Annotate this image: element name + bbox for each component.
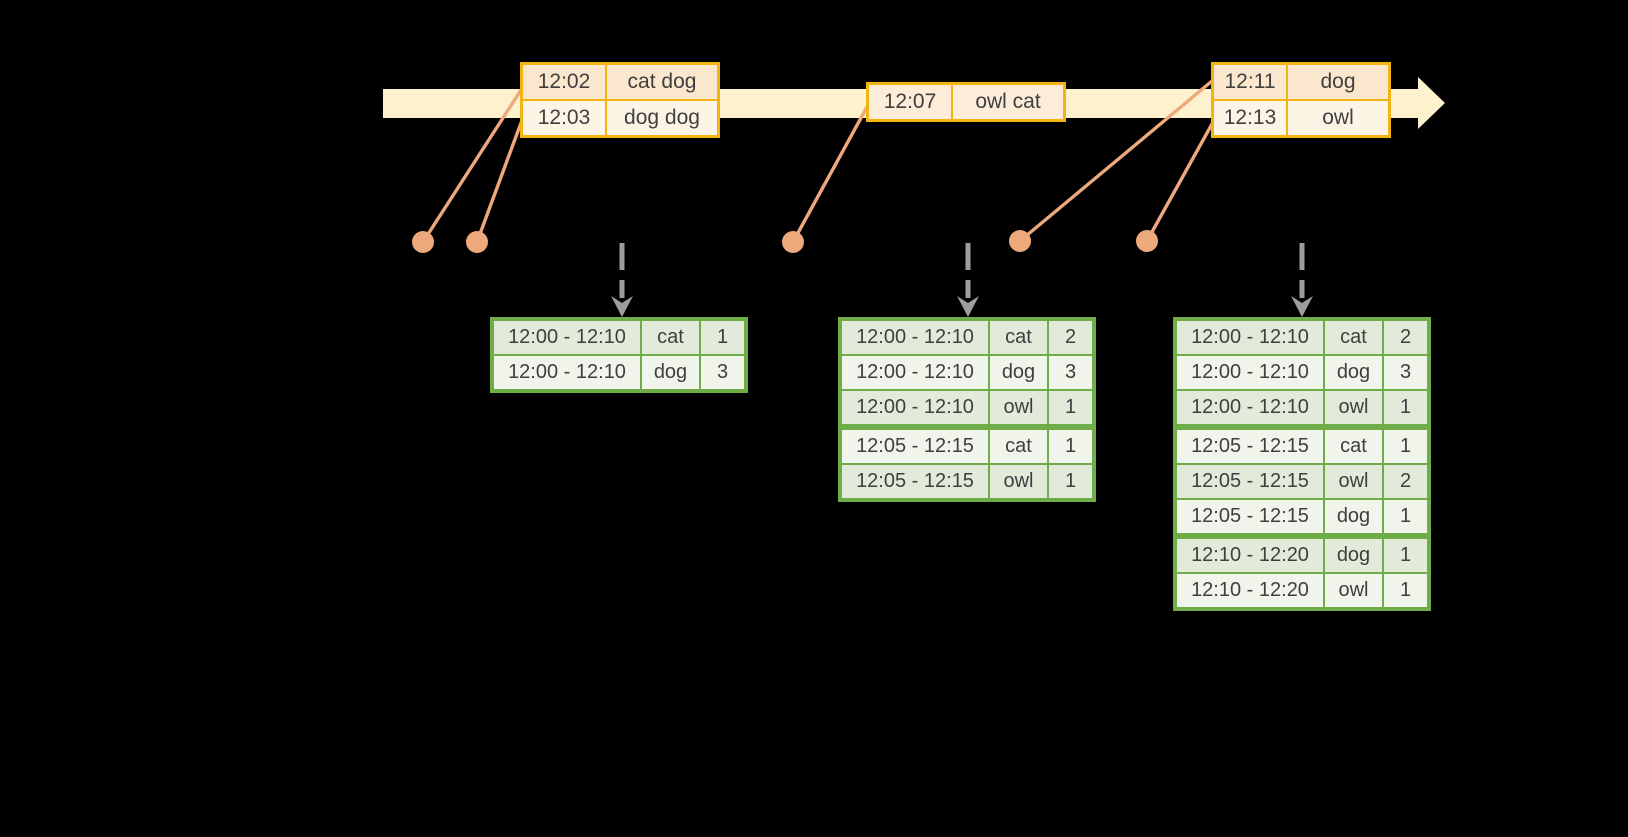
count-cell: 1	[1382, 533, 1430, 574]
event-time-cell: 12:03	[520, 99, 607, 138]
event-words-cell: dog	[1286, 62, 1391, 101]
arrow-down-icon	[1291, 296, 1313, 317]
event-connectors	[412, 79, 1214, 253]
count-cell: 1	[1382, 424, 1430, 465]
word-cell: dog	[1323, 533, 1384, 574]
word-cell: cat	[988, 424, 1049, 465]
table-row: 12:00 - 12:10 dog 3	[491, 354, 747, 392]
word-cell: dog	[640, 354, 701, 392]
word-cell: owl	[988, 463, 1049, 501]
count-cell: 1	[1047, 424, 1095, 465]
window-cell: 12:00 - 12:10	[1174, 318, 1325, 356]
table-row: 12:02 cat dog	[520, 62, 720, 101]
count-cell: 3	[1047, 354, 1095, 391]
table-row: 12:05 - 12:15 owl 1	[839, 463, 1095, 501]
count-cell: 2	[1382, 463, 1430, 500]
count-cell: 2	[1047, 318, 1095, 356]
result-table-3: 12:00 - 12:10 cat 2 12:00 - 12:10 dog 3 …	[1173, 317, 1431, 611]
word-cell: cat	[1323, 424, 1384, 465]
word-cell: dog	[1323, 354, 1384, 391]
word-cell: cat	[640, 318, 701, 356]
word-cell: owl	[1323, 572, 1384, 610]
count-cell: 1	[1382, 572, 1430, 610]
word-cell: cat	[1323, 318, 1384, 356]
table-row: 12:05 - 12:15 dog 1	[1174, 498, 1430, 537]
word-cell: owl	[1323, 389, 1384, 428]
result-table-2: 12:00 - 12:10 cat 2 12:00 - 12:10 dog 3 …	[838, 317, 1096, 502]
connector-line	[791, 105, 869, 244]
table-row: 12:00 - 12:10 owl 1	[1174, 389, 1430, 428]
window-cell: 12:00 - 12:10	[491, 354, 642, 392]
word-cell: owl	[988, 389, 1049, 428]
window-cell: 12:00 - 12:10	[491, 318, 642, 356]
count-cell: 1	[1047, 463, 1095, 501]
trigger-arrows	[611, 243, 1313, 317]
table-row: 12:00 - 12:10 cat 1	[491, 318, 747, 356]
timeline-arrowhead-icon	[1418, 77, 1445, 129]
event-table-1: 12:02 cat dog 12:03 dog dog	[520, 62, 720, 138]
table-row: 12:00 - 12:10 owl 1	[839, 389, 1095, 428]
event-words-cell: owl	[1286, 99, 1391, 138]
count-cell: 1	[1382, 389, 1430, 428]
connector-line	[421, 88, 523, 244]
window-cell: 12:00 - 12:10	[839, 354, 990, 391]
count-cell: 1	[1382, 498, 1430, 537]
count-cell: 1	[1047, 389, 1095, 428]
count-cell: 1	[699, 318, 747, 356]
window-cell: 12:05 - 12:15	[1174, 498, 1325, 537]
window-cell: 12:00 - 12:10	[839, 318, 990, 356]
window-cell: 12:05 - 12:15	[1174, 424, 1325, 465]
table-row: 12:05 - 12:15 cat 1	[839, 424, 1095, 465]
event-dot	[412, 231, 434, 253]
window-cell: 12:05 - 12:15	[1174, 463, 1325, 500]
connector-line	[475, 121, 523, 244]
event-table-2: 12:07 owl cat	[866, 82, 1066, 122]
window-cell: 12:00 - 12:10	[839, 389, 990, 428]
table-row: 12:05 - 12:15 owl 2	[1174, 463, 1430, 500]
table-row: 12:00 - 12:10 cat 2	[1174, 318, 1430, 356]
table-row: 12:00 - 12:10 cat 2	[839, 318, 1095, 356]
window-cell: 12:10 - 12:20	[1174, 572, 1325, 610]
word-cell: cat	[988, 318, 1049, 356]
event-time-cell: 12:07	[866, 82, 953, 122]
window-cell: 12:10 - 12:20	[1174, 533, 1325, 574]
event-words-cell: dog dog	[605, 99, 720, 138]
event-dot	[782, 231, 804, 253]
table-row: 12:07 owl cat	[866, 82, 1066, 122]
result-table-1: 12:00 - 12:10 cat 1 12:00 - 12:10 dog 3	[490, 317, 748, 393]
table-row: 12:10 - 12:20 dog 1	[1174, 533, 1430, 574]
table-row: 12:10 - 12:20 owl 1	[1174, 572, 1430, 610]
word-cell: dog	[988, 354, 1049, 391]
event-words-cell: owl cat	[951, 82, 1066, 122]
window-cell: 12:00 - 12:10	[1174, 389, 1325, 428]
window-cell: 12:00 - 12:10	[1174, 354, 1325, 391]
table-row: 12:03 dog dog	[520, 99, 720, 138]
event-time-cell: 12:02	[520, 62, 607, 101]
table-row: 12:13 owl	[1211, 99, 1391, 138]
word-cell: dog	[1323, 498, 1384, 537]
table-row: 12:00 - 12:10 dog 3	[1174, 354, 1430, 391]
word-cell: owl	[1323, 463, 1384, 500]
arrow-down-icon	[611, 296, 633, 317]
window-cell: 12:05 - 12:15	[839, 424, 990, 465]
count-cell: 2	[1382, 318, 1430, 356]
event-time-cell: 12:11	[1211, 62, 1288, 101]
window-cell: 12:05 - 12:15	[839, 463, 990, 501]
table-row: 12:11 dog	[1211, 62, 1391, 101]
arrow-down-icon	[957, 296, 979, 317]
event-dot	[1009, 230, 1031, 252]
connector-line	[1145, 122, 1214, 243]
table-row: 12:00 - 12:10 dog 3	[839, 354, 1095, 391]
event-dot	[466, 231, 488, 253]
event-table-3: 12:11 dog 12:13 owl	[1211, 62, 1391, 138]
event-time-cell: 12:13	[1211, 99, 1288, 138]
event-dot	[1136, 230, 1158, 252]
connector-line	[1018, 79, 1214, 243]
count-cell: 3	[699, 354, 747, 392]
count-cell: 3	[1382, 354, 1430, 391]
table-row: 12:05 - 12:15 cat 1	[1174, 424, 1430, 465]
event-words-cell: cat dog	[605, 62, 720, 101]
